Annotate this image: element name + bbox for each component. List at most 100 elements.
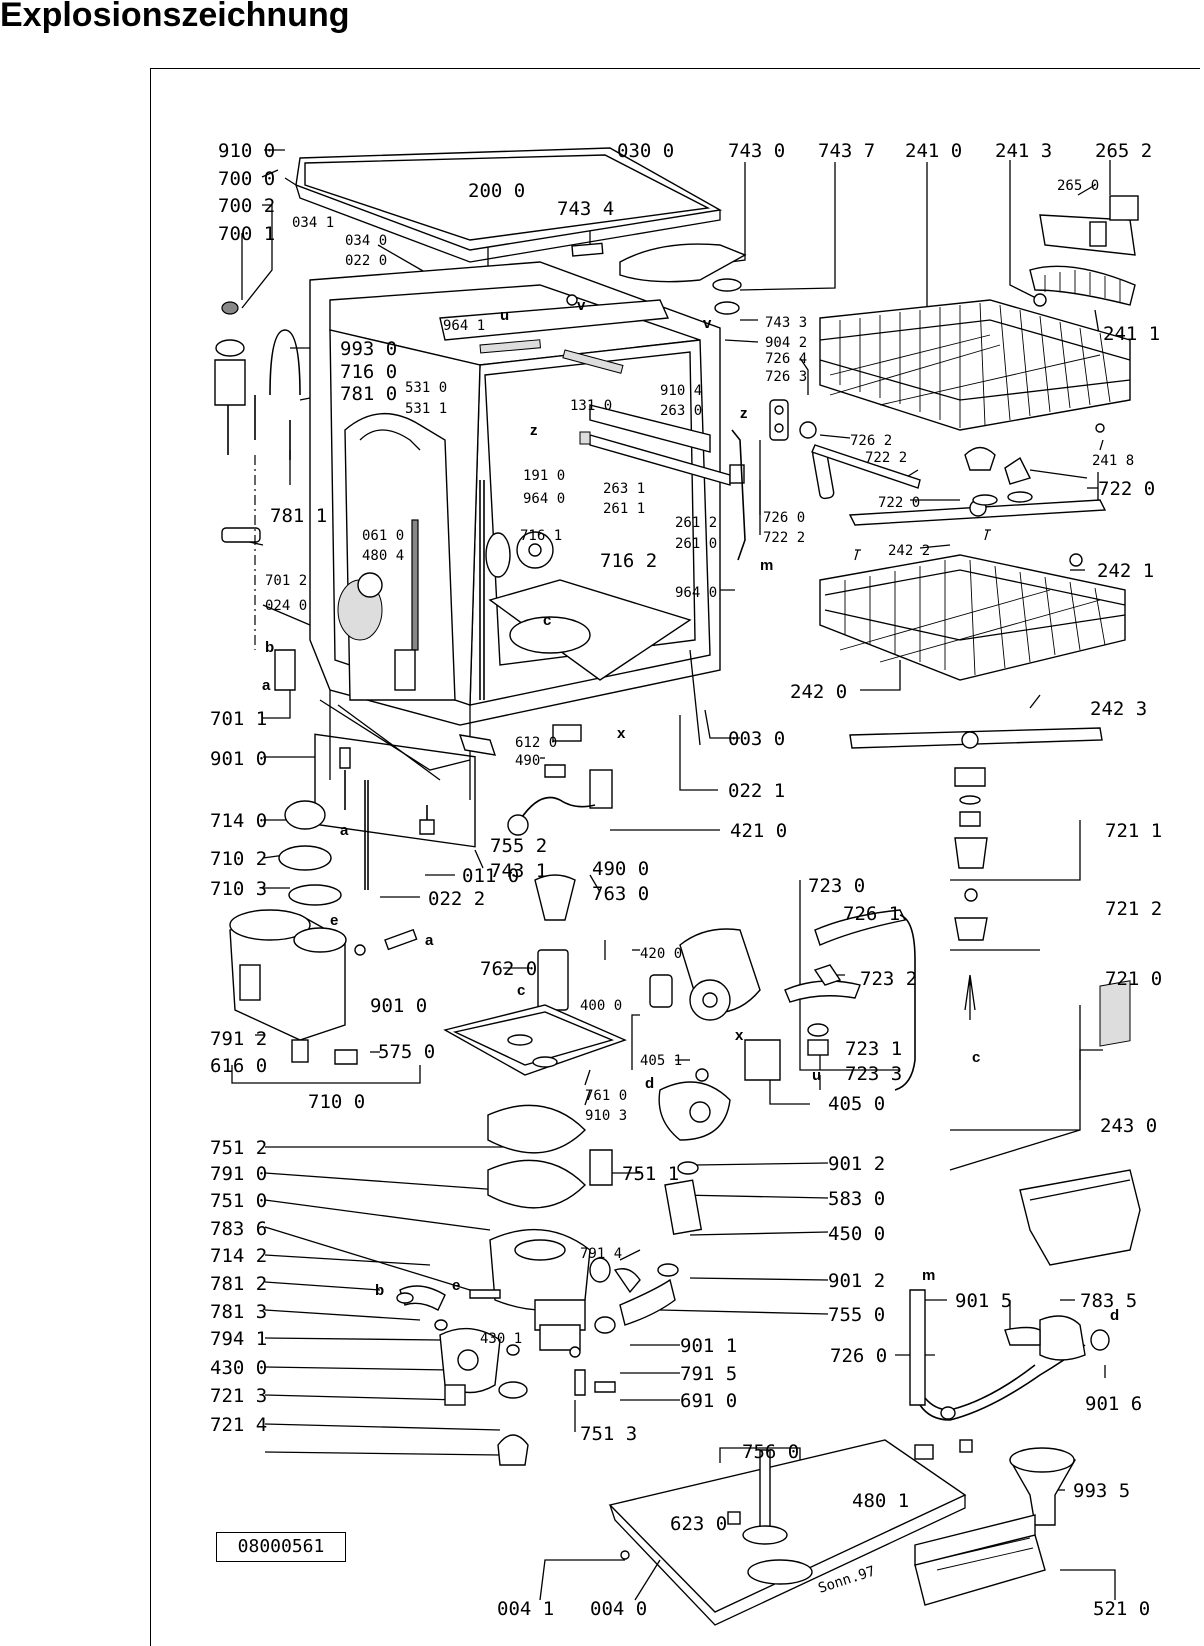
part-label: 405 0 [828,1093,885,1115]
detergent-dispenser-243-0 [1019,980,1141,1266]
part-label: 726 0 [830,1345,887,1367]
part-label: 265 0 [1057,178,1099,194]
part-label: 722 2 [865,450,907,466]
part-label: 721 1 [1105,820,1162,842]
heater-hoses [594,1161,703,1334]
part-label: 616 0 [210,1055,267,1077]
part-label: 022 0 [345,253,387,269]
part-label: 531 1 [405,401,447,417]
part-label: 751 0 [210,1190,267,1212]
water-softener-710 [229,800,418,1065]
part-label: 755 2 [490,835,547,857]
hinge-726 [769,399,835,500]
part-label: 700 1 [218,223,275,245]
part-label: 964 0 [675,585,717,601]
part-label: 743 4 [557,198,614,220]
part-label: 583 0 [828,1188,885,1210]
part-label: 242 3 [1090,698,1147,720]
connection-letter: v [577,297,586,314]
control-panel-521-0 [914,1514,1046,1606]
part-label: 743 0 [728,140,785,162]
part-label: 030 0 [617,140,674,162]
base-plate-004-0 [608,1439,973,1626]
connection-letter: a [340,822,349,839]
connection-letter: m [760,557,773,574]
part-label: 405 1 [640,1053,682,1069]
cutlery-holder-265-0 [1029,195,1139,306]
drawing-frame [150,68,1200,1646]
part-label: 726 0 [763,510,805,526]
funnel-993-5 [1009,1447,1076,1526]
part-label: 061 0 [362,528,404,544]
part-label: 722 2 [763,530,805,546]
connection-letter: x [617,725,626,742]
part-label: 521 0 [1093,1598,1150,1620]
part-label: 762 0 [480,958,537,980]
part-label: 743 1 [490,860,547,882]
part-label: 261 1 [603,501,645,517]
part-label: 191 0 [523,468,565,484]
part-label: 721 2 [1105,898,1162,920]
top-frame-bars [439,294,670,374]
part-label: 261 0 [675,536,717,552]
part-label: 781 3 [210,1301,267,1323]
part-label: 791 2 [210,1028,267,1050]
part-label: 743 3 [765,315,807,331]
part-label: 721 3 [210,1385,267,1407]
part-label: 901 0 [210,748,267,770]
connection-letter: z [530,422,538,439]
connection-letters: a b a a b c c c d d e e m m u u v v x x … [262,297,1119,1324]
part-label: 691 0 [680,1390,737,1412]
part-label: 022 1 [728,780,785,802]
part-label: 755 0 [828,1304,885,1326]
lower-basket-242-0 [819,529,1126,681]
part-label: 781 1 [270,505,327,527]
part-label: 901 6 [1085,1393,1142,1415]
drawing-number: 08000561 [216,1532,346,1562]
connection-letter: v [703,315,712,332]
part-label: 723 3 [845,1063,902,1085]
part-label: 131 0 [570,398,612,414]
part-label: 791 0 [210,1163,267,1185]
connection-letter: e [452,1277,460,1294]
part-label: 714 0 [210,810,267,832]
part-label: 783 6 [210,1218,267,1240]
part-label: 721 0 [1105,968,1162,990]
part-label: 761 0 [585,1088,627,1104]
part-label: 490 [515,753,540,769]
connection-letter: d [1110,1307,1119,1324]
part-label: 993 0 [340,338,397,360]
part-label: 763 0 [592,883,649,905]
part-label: 480 4 [362,548,404,564]
part-label: 901 2 [828,1270,885,1292]
part-label: 781 2 [210,1273,267,1295]
part-label: 722 0 [1098,478,1155,500]
inlet-assembly-700 [214,301,301,691]
connection-letter: b [375,1282,384,1299]
part-label: 791 4 [580,1246,622,1262]
part-label: 420 0 [640,946,682,962]
connection-letter: d [645,1075,654,1092]
part-label: 964 1 [443,318,485,334]
hose-783-5 [909,1289,1110,1421]
connection-letter: u [812,1067,821,1084]
part-label: 910 0 [218,140,275,162]
part-label: 004 1 [497,1598,554,1620]
part-label: 723 2 [860,968,917,990]
connection-letter: x [735,1027,744,1044]
part-label: 701 1 [210,708,267,730]
part-label: 430 1 [480,1331,522,1347]
part-label: 263 0 [660,403,702,419]
part-label: 714 2 [210,1245,267,1267]
part-label: 241 3 [995,140,1052,162]
connection-letter: b [265,639,274,656]
connection-letter: a [262,677,271,694]
connection-letter: c [517,982,525,999]
part-label: 243 0 [1100,1115,1157,1137]
connection-letter: c [972,1049,980,1066]
part-label: 964 0 [523,491,565,507]
part-label: 904 2 [765,335,807,351]
part-label: 241 8 [1092,453,1134,469]
part-label: 263 1 [603,481,645,497]
